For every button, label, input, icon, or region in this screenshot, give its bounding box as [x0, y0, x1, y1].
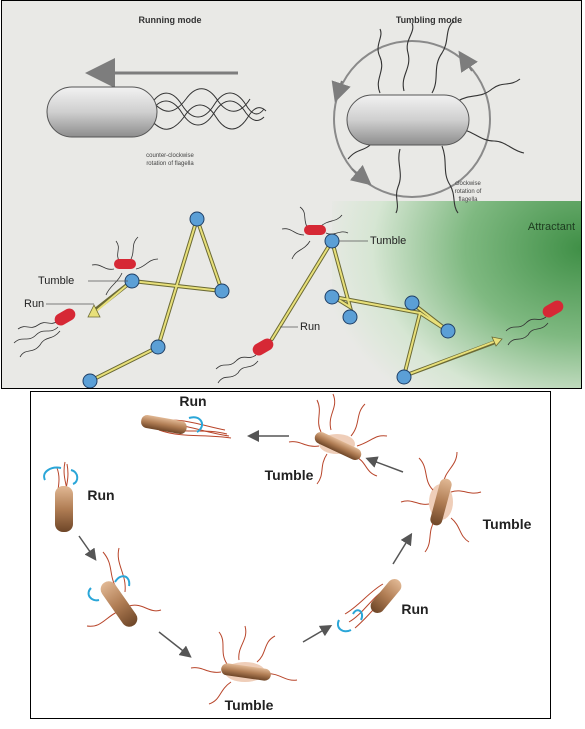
tumble-label-left: Tumble — [38, 275, 74, 287]
running-caption-2: rotation of flagella — [146, 161, 194, 167]
running-caption-1: counter-clockwise — [146, 153, 194, 159]
bottom-panel: Run Tumble — [30, 391, 551, 719]
arrow-4 — [158, 631, 192, 658]
label-run-right: Run — [401, 601, 428, 617]
tumbling-mode-title: Tumbling mode — [396, 15, 462, 25]
node — [396, 369, 412, 385]
bottom-diagram: Run Tumble — [43, 393, 532, 713]
run-label-left: Run — [24, 298, 44, 310]
running-flagella — [149, 88, 267, 130]
label-tumble-right: Tumble — [483, 516, 532, 532]
tumbling-flagella — [347, 20, 525, 214]
node — [324, 289, 340, 305]
run-bacterium-right — [215, 354, 259, 384]
cycle-arrows — [78, 430, 413, 658]
run-cell-lower-left — [86, 547, 162, 627]
arrow-6 — [392, 532, 413, 565]
arrow-5 — [302, 624, 333, 643]
tumbling-bacterium-body-right — [304, 225, 326, 235]
rotation-arrow-2 — [349, 164, 372, 186]
label-tumble-top: Tumble — [265, 467, 314, 483]
node — [214, 283, 230, 299]
label-run-left: Run — [87, 487, 114, 503]
rotation-arrow-1 — [458, 50, 478, 73]
run-cell-left — [43, 461, 79, 532]
node — [342, 309, 358, 325]
run-cell-top — [141, 415, 232, 439]
node — [189, 211, 205, 227]
node — [324, 233, 340, 249]
tumbling-caption-1: clockwise — [455, 181, 481, 187]
biased-walk-arrowhead — [491, 336, 503, 347]
random-walk-path-fill — [89, 215, 224, 382]
run-bacterium-body-right — [252, 338, 274, 356]
running-cell — [46, 86, 158, 138]
arrow-3 — [78, 535, 97, 561]
run-bacterium-body-attractant — [542, 300, 564, 318]
run-bacterium-attractant — [505, 316, 549, 346]
node — [82, 373, 98, 388]
tumbling-caption-2: rotation of — [455, 189, 482, 195]
tumble-cell-bottom — [190, 625, 298, 705]
rotation-circle — [333, 40, 491, 198]
node — [150, 339, 166, 355]
run-label-right: Run — [300, 321, 320, 333]
run-bacterium-left — [13, 320, 61, 358]
top-diagram: Running mode counter-clockwise rotation … — [2, 1, 581, 388]
tumble-cell-right — [400, 451, 482, 553]
tumbling-cell — [346, 94, 470, 146]
tumbling-caption-3: flagella — [458, 197, 478, 203]
tumble-label-right: Tumble — [370, 235, 406, 247]
tumble-cell-top — [288, 393, 388, 485]
rotation-arrow-3 — [331, 80, 351, 103]
tumbling-bacterium-body — [114, 259, 136, 269]
attractant-label: Attractant — [528, 221, 575, 233]
run-bacterium-body — [54, 308, 76, 326]
label-tumble-bottom: Tumble — [225, 697, 274, 713]
running-mode-title: Running mode — [139, 15, 202, 25]
arrow-2 — [365, 456, 404, 473]
top-panel: Running mode counter-clockwise rotation … — [1, 0, 582, 389]
random-walk-arrowhead — [87, 304, 101, 318]
run-cell-lower-right — [337, 579, 402, 633]
label-run-top: Run — [179, 393, 206, 409]
node — [404, 295, 420, 311]
node — [440, 323, 456, 339]
